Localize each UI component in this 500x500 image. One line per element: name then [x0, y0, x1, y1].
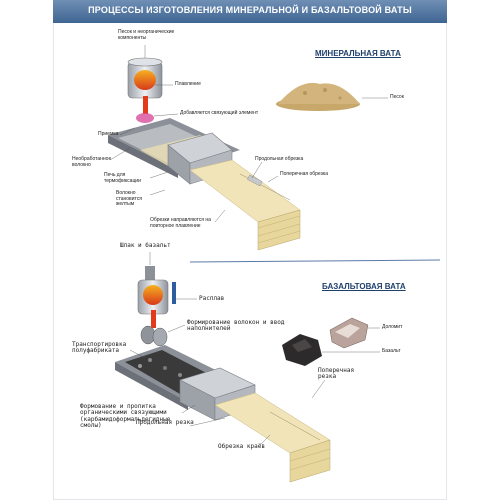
label-transport: Транспортировка полуфабриката: [72, 341, 127, 355]
label-basalt: Базальт: [382, 348, 401, 354]
basalt-wool-title: БАЗАЛЬТОВАЯ ВАТА: [322, 282, 406, 291]
section-divider: [189, 259, 441, 263]
basalt-leader-lines: [129, 252, 380, 446]
basalt-conveyor: [115, 345, 331, 483]
page-title: ПРОЦЕССЫ ИЗГОТОВЛЕНИЯ МИНЕРАЛЬНОЙ И БАЗА…: [88, 5, 412, 15]
label-receiver: Приемка: [98, 131, 119, 137]
label-forming: Формирование волокон и ввод наполнителей: [187, 319, 285, 333]
label-long-cut: Продольная обрезка: [255, 156, 304, 162]
label-cross-cut: Поперечная обрезка: [280, 171, 328, 177]
basalt-furnace: [137, 266, 176, 328]
mineral-conveyor: [108, 118, 301, 251]
sand-pile: [276, 82, 360, 111]
label-binder-added: Добавляется связующий элемент: [180, 110, 259, 116]
label-sand: Песок: [390, 94, 404, 100]
header-bar: ПРОЦЕССЫ ИЗГОТОВЛЕНИЯ МИНЕРАЛЬНОЙ И БАЗА…: [53, 0, 447, 23]
mineral-wool-title: МИНЕРАЛЬНАЯ ВАТА: [315, 49, 401, 58]
label-remelt: Обрезки направляются на повторное плавле…: [150, 217, 211, 229]
label-slag-basalt: Шлак и базальт: [120, 242, 171, 249]
label-melt: Расплав: [199, 295, 225, 302]
basalt-rock: [282, 334, 322, 366]
label-basalt-cross-cut: Поперечная резка: [318, 367, 355, 381]
label-basalt-long-cut: Продольная резка: [136, 419, 194, 426]
label-melting: Плавление: [175, 81, 201, 87]
label-yellow: Волокно становится желтым: [116, 190, 142, 208]
basalt-rollers: [140, 325, 168, 347]
label-sand-components: Песок и неорганические компоненты: [118, 29, 175, 41]
mineral-furnace: [127, 57, 163, 123]
label-oven: Печь для термофиксации: [104, 172, 141, 184]
mineral-leader-lines: [109, 45, 388, 223]
label-impregnation: Формование и пропитка органическими связ…: [80, 403, 171, 430]
label-edge-trim: Обрезка краёв: [218, 443, 265, 450]
label-raw-wool: Необработанное волокно: [72, 156, 112, 168]
label-dolomite: Доломит: [382, 324, 403, 330]
dolomite-rock: [329, 317, 369, 349]
